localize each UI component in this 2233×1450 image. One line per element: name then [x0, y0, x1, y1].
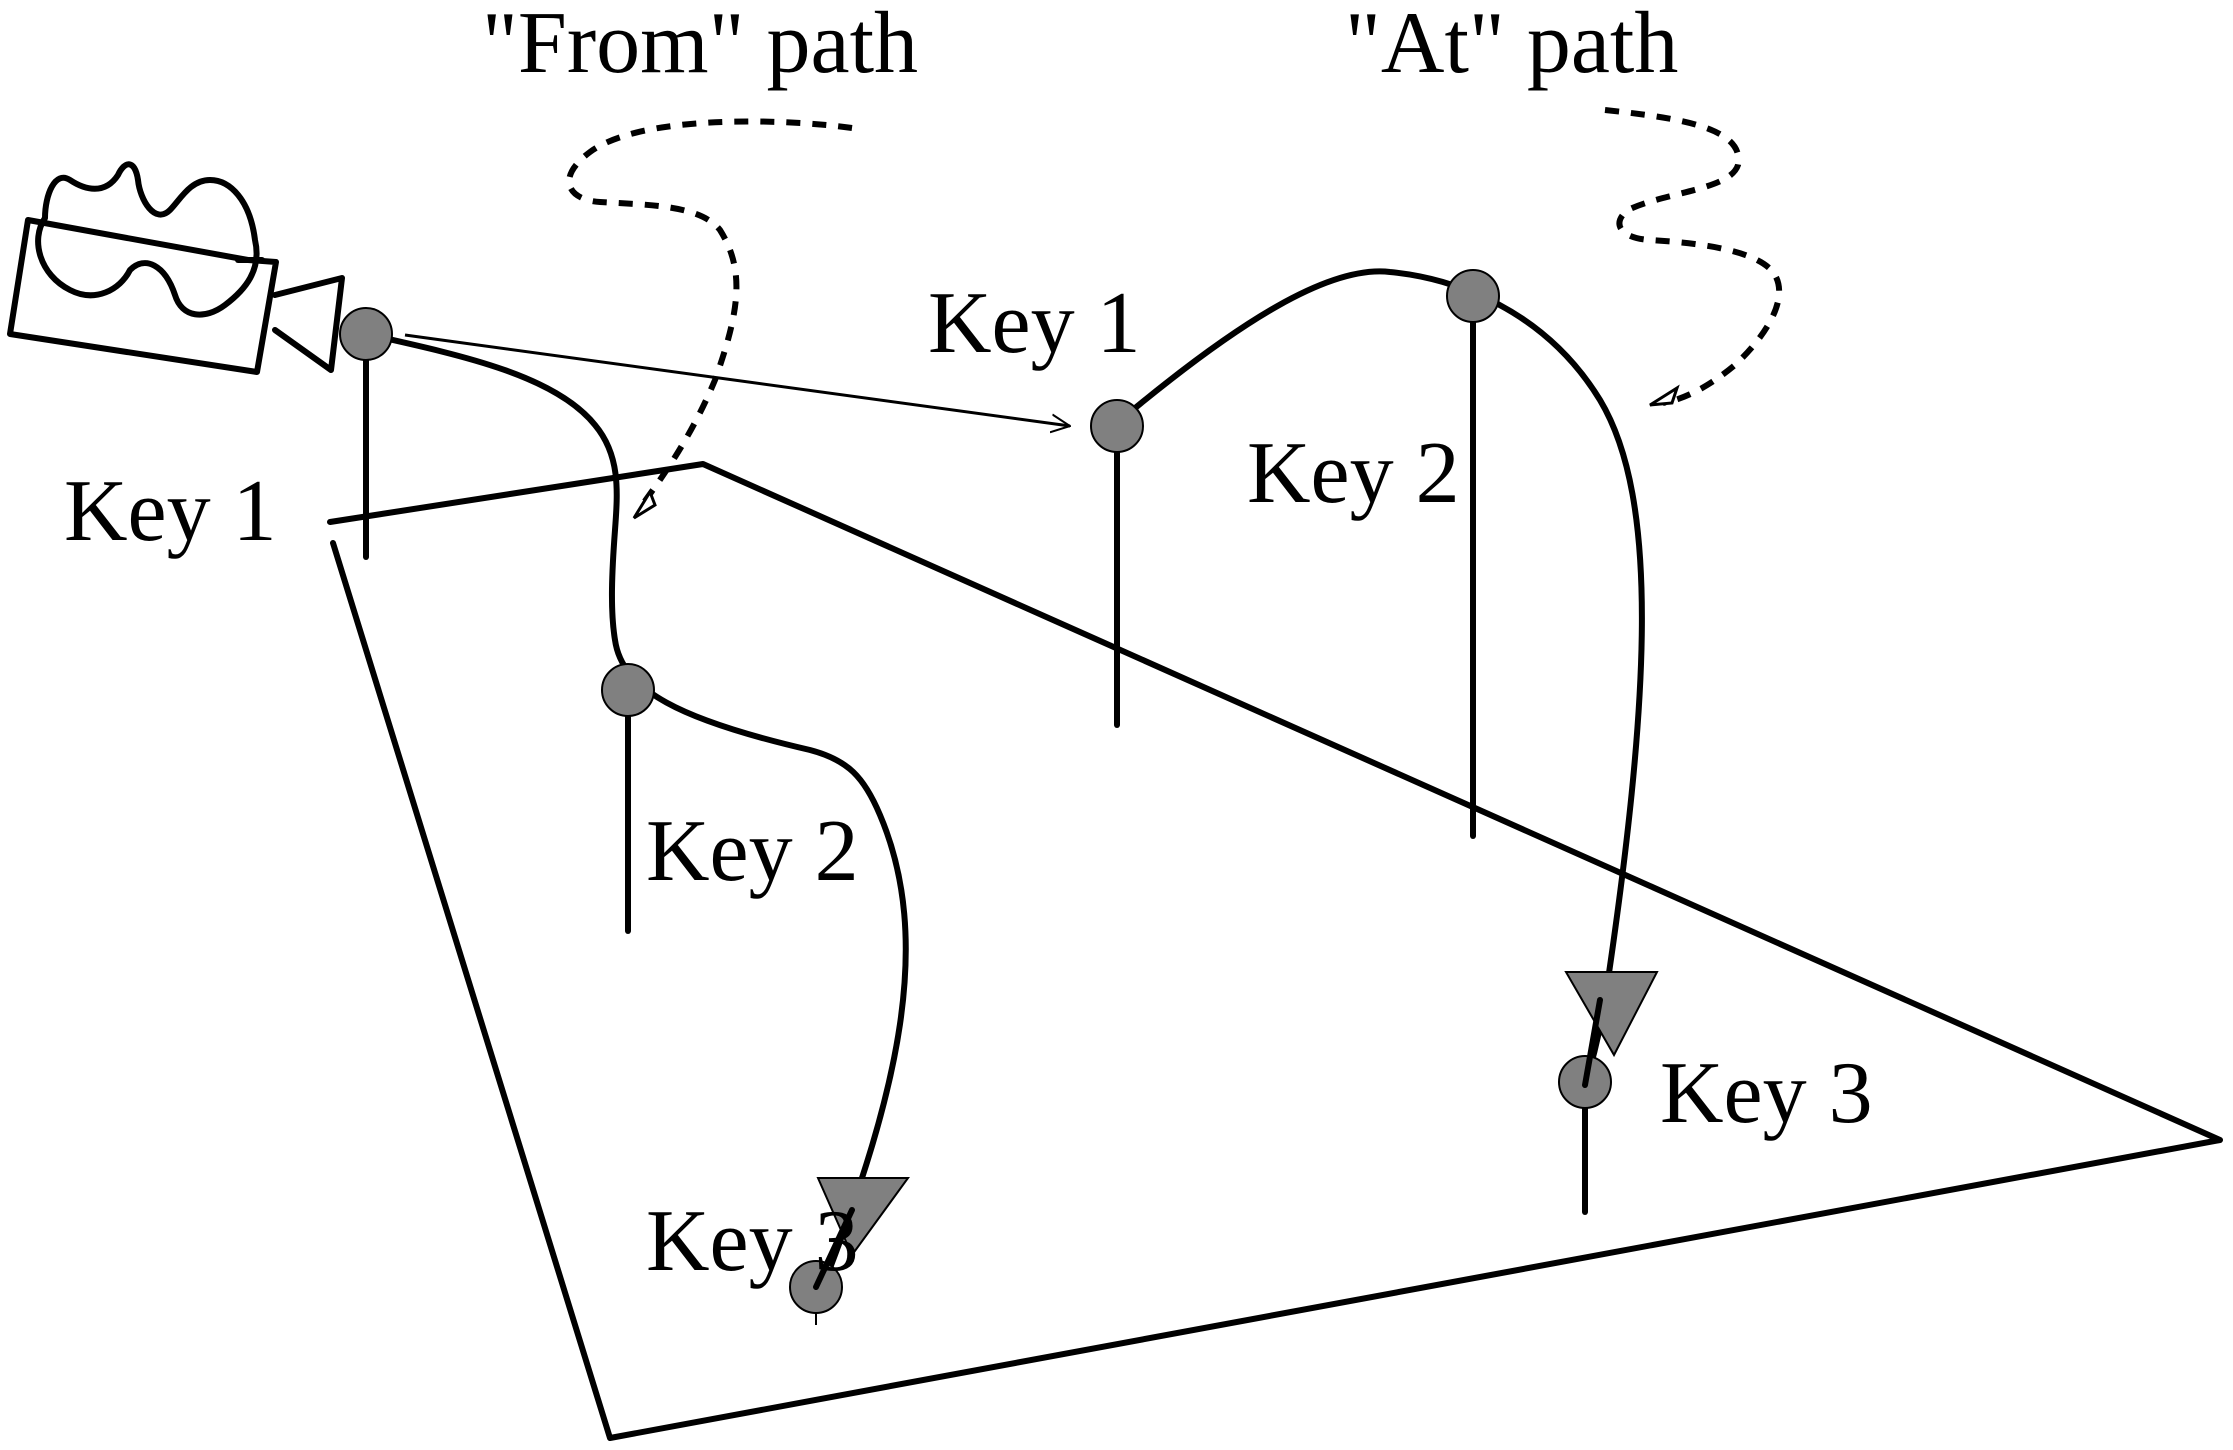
at-key2-label: Key 2	[1247, 425, 1460, 522]
from-key2-dot	[601, 663, 655, 717]
from-key3-crossing	[813, 1207, 855, 1290]
from-key2-label: Key 2	[646, 803, 859, 900]
camera-icon	[7, 161, 345, 375]
from-end-marker	[816, 1177, 910, 1257]
at-path-curve	[1114, 268, 1645, 1088]
at-key1-dot	[1090, 399, 1144, 453]
at-key3-crossing	[1582, 997, 1603, 1088]
at-key2-dot	[1446, 269, 1500, 323]
from-key1-dot	[339, 307, 393, 361]
from-path-dashed-arrow	[566, 118, 853, 520]
camera-to-at-line	[404, 333, 1070, 426]
at-path-dashed-arrow	[1604, 107, 1783, 407]
at-key3-label: Key 3	[1660, 1045, 1873, 1142]
from-path-title: "From" path	[482, 0, 918, 92]
at-key1-label: Key 1	[928, 275, 1141, 372]
path-end-markers	[816, 971, 1659, 1257]
from-key1-label: Key 1	[64, 463, 277, 560]
at-end-marker	[1564, 971, 1659, 1058]
ground-plane	[327, 461, 2223, 1441]
at-path-title: "At" path	[1345, 0, 1678, 92]
from-key3-label: Key 3	[646, 1193, 859, 1290]
